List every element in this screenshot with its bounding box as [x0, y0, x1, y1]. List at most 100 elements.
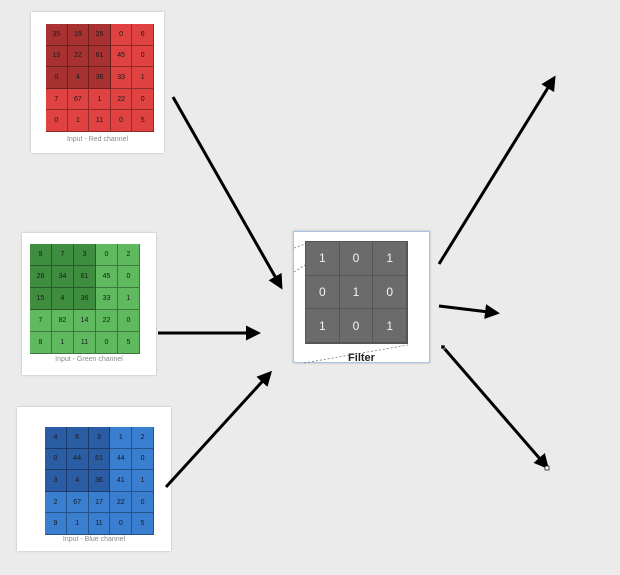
grid-cell: 1 — [132, 67, 154, 89]
grid-cell: 1 — [52, 332, 74, 354]
grid-cell: 17 — [88, 491, 111, 514]
blue-channel-caption: Input - Blue channel — [62, 536, 126, 543]
grid-cell: 36 — [89, 67, 111, 89]
selection-handle-start[interactable] — [440, 344, 446, 350]
grid-cell: 7 — [46, 88, 68, 111]
filter-perspective-lines — [294, 243, 409, 364]
grid-cell: 1 — [110, 427, 133, 449]
arrow-red-to-filter — [171, 96, 283, 290]
grid-cell: 11 — [89, 110, 111, 132]
grid-cell: 67 — [66, 491, 89, 514]
filter-cell: 0 — [306, 275, 340, 310]
grid-cell: 1 — [66, 513, 89, 535]
grid-cell: 61 — [89, 45, 111, 68]
grid-cell: 4 — [52, 288, 74, 310]
grid-cell: 45 — [96, 266, 118, 288]
filter-cell: 0 — [373, 275, 407, 310]
grid-cell: 22 — [67, 45, 90, 68]
grid-cell: 41 — [110, 470, 133, 492]
grid-cell: 0 — [132, 491, 154, 514]
grid-cell: 61 — [74, 266, 96, 288]
filter-cell: 0 — [339, 309, 374, 343]
grid-cell: 4 — [67, 67, 90, 89]
grid-cell: 44 — [66, 448, 89, 471]
grid-cell: 0 — [110, 110, 133, 132]
filter-title: Filter — [348, 352, 375, 364]
grid-cell: 0 — [46, 67, 68, 89]
grid-cell: 0 — [132, 45, 154, 68]
grid-cell: 0 — [45, 448, 67, 471]
grid-cell: 11 — [88, 513, 111, 535]
grid-cell: 6 — [132, 24, 154, 46]
filter-cell: 1 — [373, 309, 407, 343]
grid-cell: 3 — [45, 470, 67, 492]
grid-cell: 7 — [52, 244, 74, 266]
grid-cell: 5 — [132, 513, 154, 535]
grid-cell: 0 — [118, 310, 140, 332]
grid-cell: 0 — [96, 244, 118, 266]
grid-cell: 15 — [30, 288, 52, 310]
grid-cell: 4 — [45, 427, 67, 449]
arrow-filter-right — [438, 304, 500, 320]
grid-cell: 26 — [30, 266, 52, 288]
grid-cell: 9 — [45, 513, 67, 535]
grid-cell: 6 — [66, 427, 89, 449]
filter-cell: 1 — [306, 242, 340, 276]
grid-cell: 36 — [74, 288, 96, 310]
red-channel-caption: Input - Red channel — [66, 136, 129, 143]
grid-cell: 0 — [110, 24, 133, 46]
arrow-blue-to-filter — [164, 370, 273, 489]
grid-cell: 19 — [67, 24, 90, 46]
grid-cell: 61 — [88, 448, 111, 471]
green-channel-caption: Input - Green channel — [55, 356, 123, 363]
grid-cell: 1 — [118, 288, 140, 310]
filter-cell: 0 — [339, 242, 374, 276]
grid-cell: 2 — [45, 491, 67, 514]
grid-cell: 1 — [67, 110, 90, 132]
grid-cell: 2 — [118, 244, 140, 266]
grid-cell: 3 — [74, 244, 96, 266]
grid-cell: 35 — [46, 24, 68, 46]
grid-cell: 2 — [132, 427, 154, 449]
grid-cell: 0 — [132, 88, 154, 111]
grid-cell: 0 — [96, 332, 118, 354]
grid-cell: 25 — [89, 24, 111, 46]
grid-cell: 0 — [118, 266, 140, 288]
grid-cell: 33 — [96, 288, 118, 310]
grid-cell: 0 — [132, 448, 154, 471]
grid-cell: 33 — [110, 67, 133, 89]
arrow-filter-down — [441, 346, 549, 470]
grid-cell: 1 — [89, 88, 111, 111]
grid-cell: 5 — [118, 332, 140, 354]
grid-cell: 5 — [132, 110, 154, 132]
grid-cell: 67 — [67, 88, 90, 111]
grid-cell: 11 — [74, 332, 96, 354]
grid-cell: 34 — [52, 266, 74, 288]
filter-cell: 1 — [373, 242, 407, 276]
grid-cell: 13 — [46, 45, 68, 68]
grid-cell: 45 — [110, 45, 133, 68]
grid-cell: 22 — [96, 310, 118, 332]
filter-cell: 1 — [339, 275, 374, 310]
grid-cell: 8 — [30, 332, 52, 354]
grid-cell: 22 — [110, 491, 133, 514]
grid-cell: 44 — [110, 448, 133, 471]
grid-cell: 22 — [110, 88, 133, 111]
arrow-filter-up — [437, 75, 556, 265]
selection-handle-end[interactable] — [544, 465, 550, 471]
grid-cell: 0 — [110, 513, 133, 535]
filter-cell: 1 — [306, 309, 340, 343]
grid-cell: 1 — [132, 470, 154, 492]
grid-cell: 9 — [30, 244, 52, 266]
grid-cell: 7 — [30, 310, 52, 332]
grid-cell: 0 — [46, 110, 68, 132]
